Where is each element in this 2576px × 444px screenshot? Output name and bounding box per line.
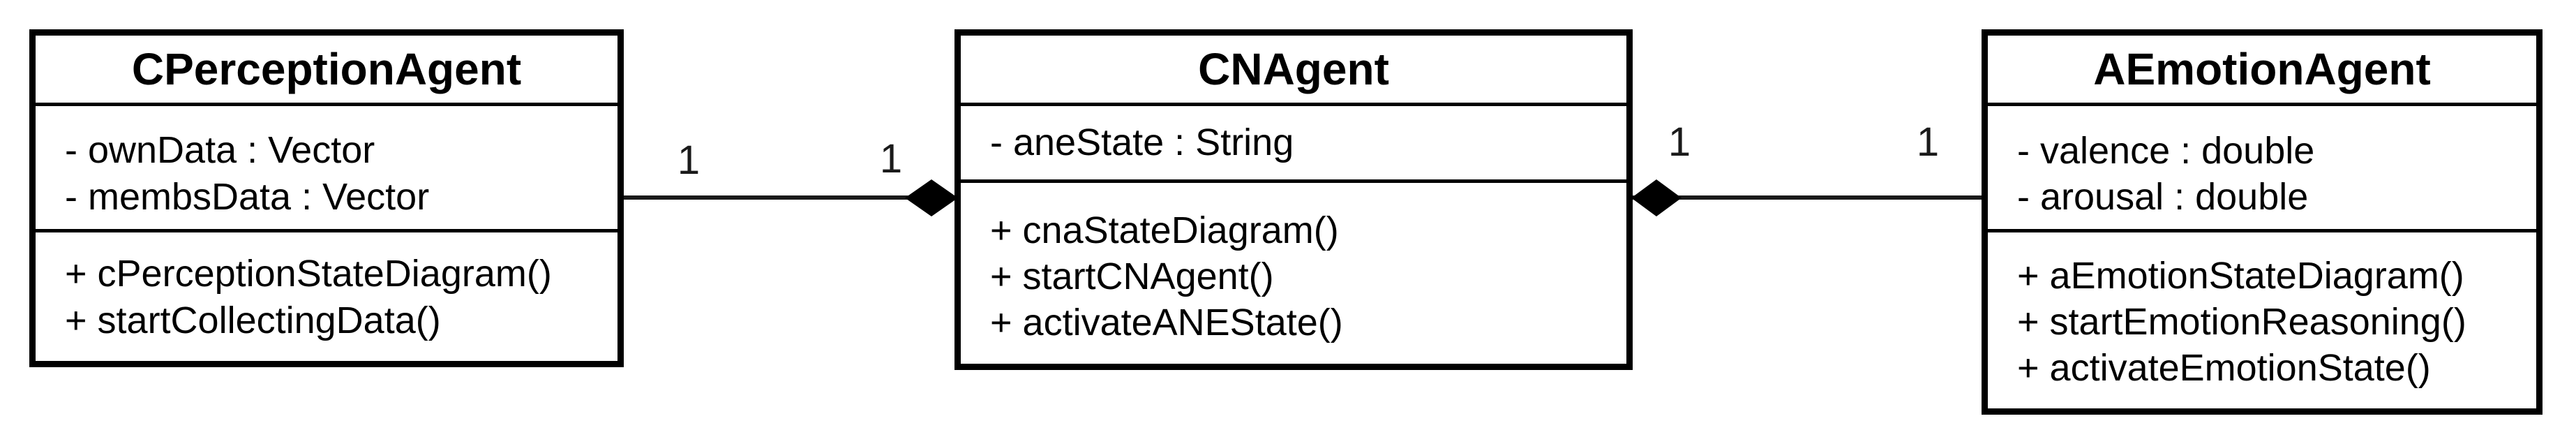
class-title: AEmotionAgent [1988,36,2536,106]
association-line-cperception-cnagent [620,195,957,200]
class-box-cnagent: CNAgent - aneState : String + cnaStateDi… [954,29,1633,370]
method-row: + cPerceptionStateDiagram() [65,253,552,295]
method-row: + activateANEState() [990,302,1343,343]
class-methods: + cPerceptionStateDiagram() + startColle… [36,232,617,361]
class-box-cperceptionagent: CPerceptionAgent - ownData : Vector - me… [29,29,624,367]
method-row: + aEmotionStateDiagram() [2017,255,2464,297]
class-methods: + aEmotionStateDiagram() + startEmotionR… [1988,232,2536,408]
composition-diamond-icon [1631,179,1682,220]
composition-diamond-icon [905,179,958,220]
multiplicity-label: 1 [1916,119,1940,165]
attribute-row: - aneState : String [990,121,1294,163]
attribute-row: - arousal : double [2017,176,2309,218]
class-title: CNAgent [961,36,1626,106]
class-attributes: - valence : double - arousal : double [1988,106,2536,232]
multiplicity-label: 1 [879,136,903,182]
method-row: + startEmotionReasoning() [2017,301,2466,343]
multiplicity-label: 1 [677,138,701,183]
class-box-aemotionagent: AEmotionAgent - valence : double - arous… [1982,29,2543,415]
association-line-cnagent-aemotion [1631,195,1984,200]
method-row: + activateEmotionState() [2017,347,2431,389]
attribute-row: - membsData : Vector [65,176,430,218]
attribute-row: - ownData : Vector [65,129,375,171]
multiplicity-label: 1 [1668,119,1691,165]
attribute-row: - valence : double [2017,130,2315,172]
method-row: + cnaStateDiagram() [990,209,1339,251]
class-attributes: - ownData : Vector - membsData : Vector [36,106,617,232]
method-row: + startCNAgent() [990,256,1274,297]
class-title: CPerceptionAgent [36,36,617,106]
method-row: + startCollectingData() [65,299,441,341]
class-methods: + cnaStateDiagram() + startCNAgent() + a… [961,183,1626,364]
class-attributes: - aneState : String [961,106,1626,183]
